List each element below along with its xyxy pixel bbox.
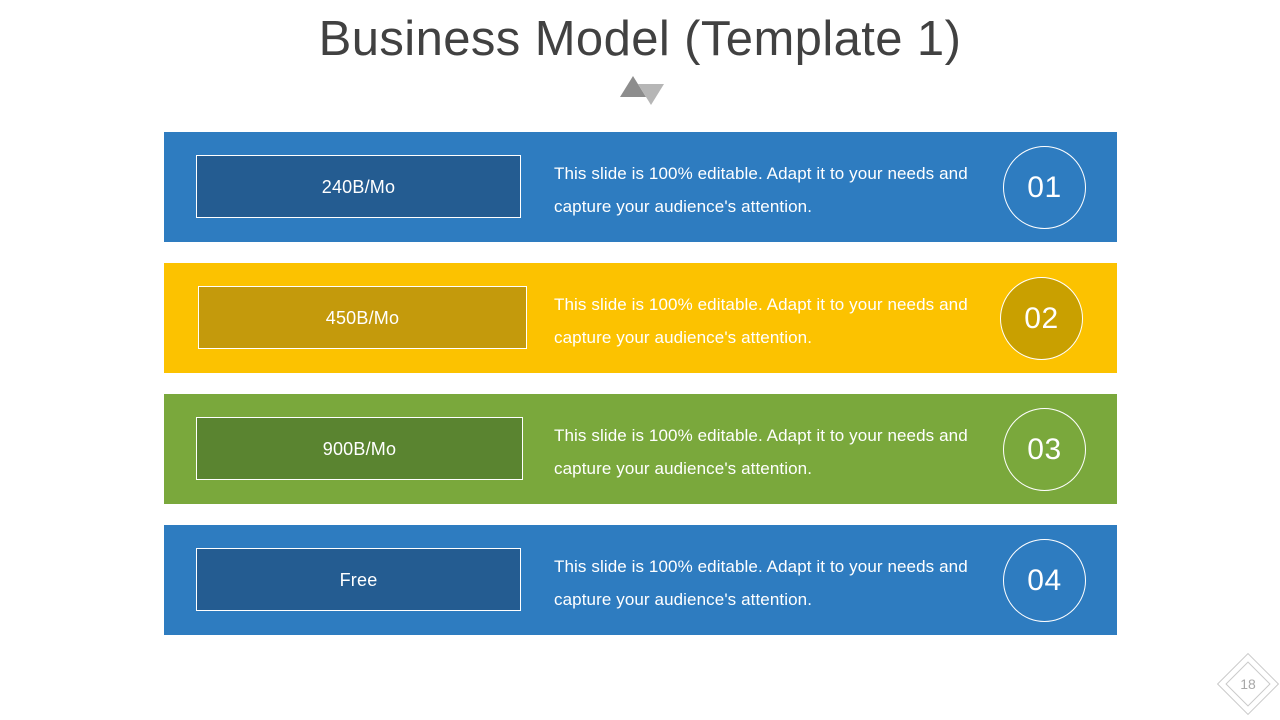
price-label-02: 450B/Mo <box>325 307 400 328</box>
step-badge-02[interactable]: 02 <box>1000 277 1083 360</box>
price-box-03[interactable]: 900B/Mo <box>196 417 523 480</box>
pricing-row-03[interactable]: 900B/Mo This slide is 100% editable. Ada… <box>164 394 1117 504</box>
description-03: This slide is 100% editable. Adapt it to… <box>554 426 968 478</box>
title-divider-triangles <box>618 76 668 108</box>
price-box-01[interactable]: 240B/Mo <box>196 155 521 218</box>
page-number: 18 <box>1240 676 1256 692</box>
page-title: Business Model (Template 1) <box>318 12 962 66</box>
page-number-badge: 18 <box>1216 652 1280 716</box>
step-number-04: 04 <box>1027 563 1062 597</box>
pricing-row-01[interactable]: 240B/Mo This slide is 100% editable. Ada… <box>164 132 1117 242</box>
description-04: This slide is 100% editable. Adapt it to… <box>554 557 968 609</box>
triangle-down-icon <box>638 84 664 105</box>
pricing-tier-list: 240B/Mo This slide is 100% editable. Ada… <box>164 132 1117 635</box>
description-01: This slide is 100% editable. Adapt it to… <box>554 164 968 216</box>
price-box-04[interactable]: Free <box>196 548 521 611</box>
step-number-01: 01 <box>1027 170 1062 204</box>
title-block: Business Model (Template 1) <box>0 8 1280 70</box>
price-label-03: 900B/Mo <box>322 438 397 459</box>
price-label-04: Free <box>339 569 378 590</box>
step-badge-04[interactable]: 04 <box>1003 539 1086 622</box>
step-badge-01[interactable]: 01 <box>1003 146 1086 229</box>
step-number-03: 03 <box>1027 432 1062 466</box>
price-box-02[interactable]: 450B/Mo <box>198 286 527 349</box>
step-badge-03[interactable]: 03 <box>1003 408 1086 491</box>
description-02: This slide is 100% editable. Adapt it to… <box>554 295 968 347</box>
step-number-02: 02 <box>1024 301 1059 335</box>
price-label-01: 240B/Mo <box>321 176 396 197</box>
pricing-row-04[interactable]: Free This slide is 100% editable. Adapt … <box>164 525 1117 635</box>
pricing-row-02[interactable]: 450B/Mo This slide is 100% editable. Ada… <box>164 263 1117 373</box>
